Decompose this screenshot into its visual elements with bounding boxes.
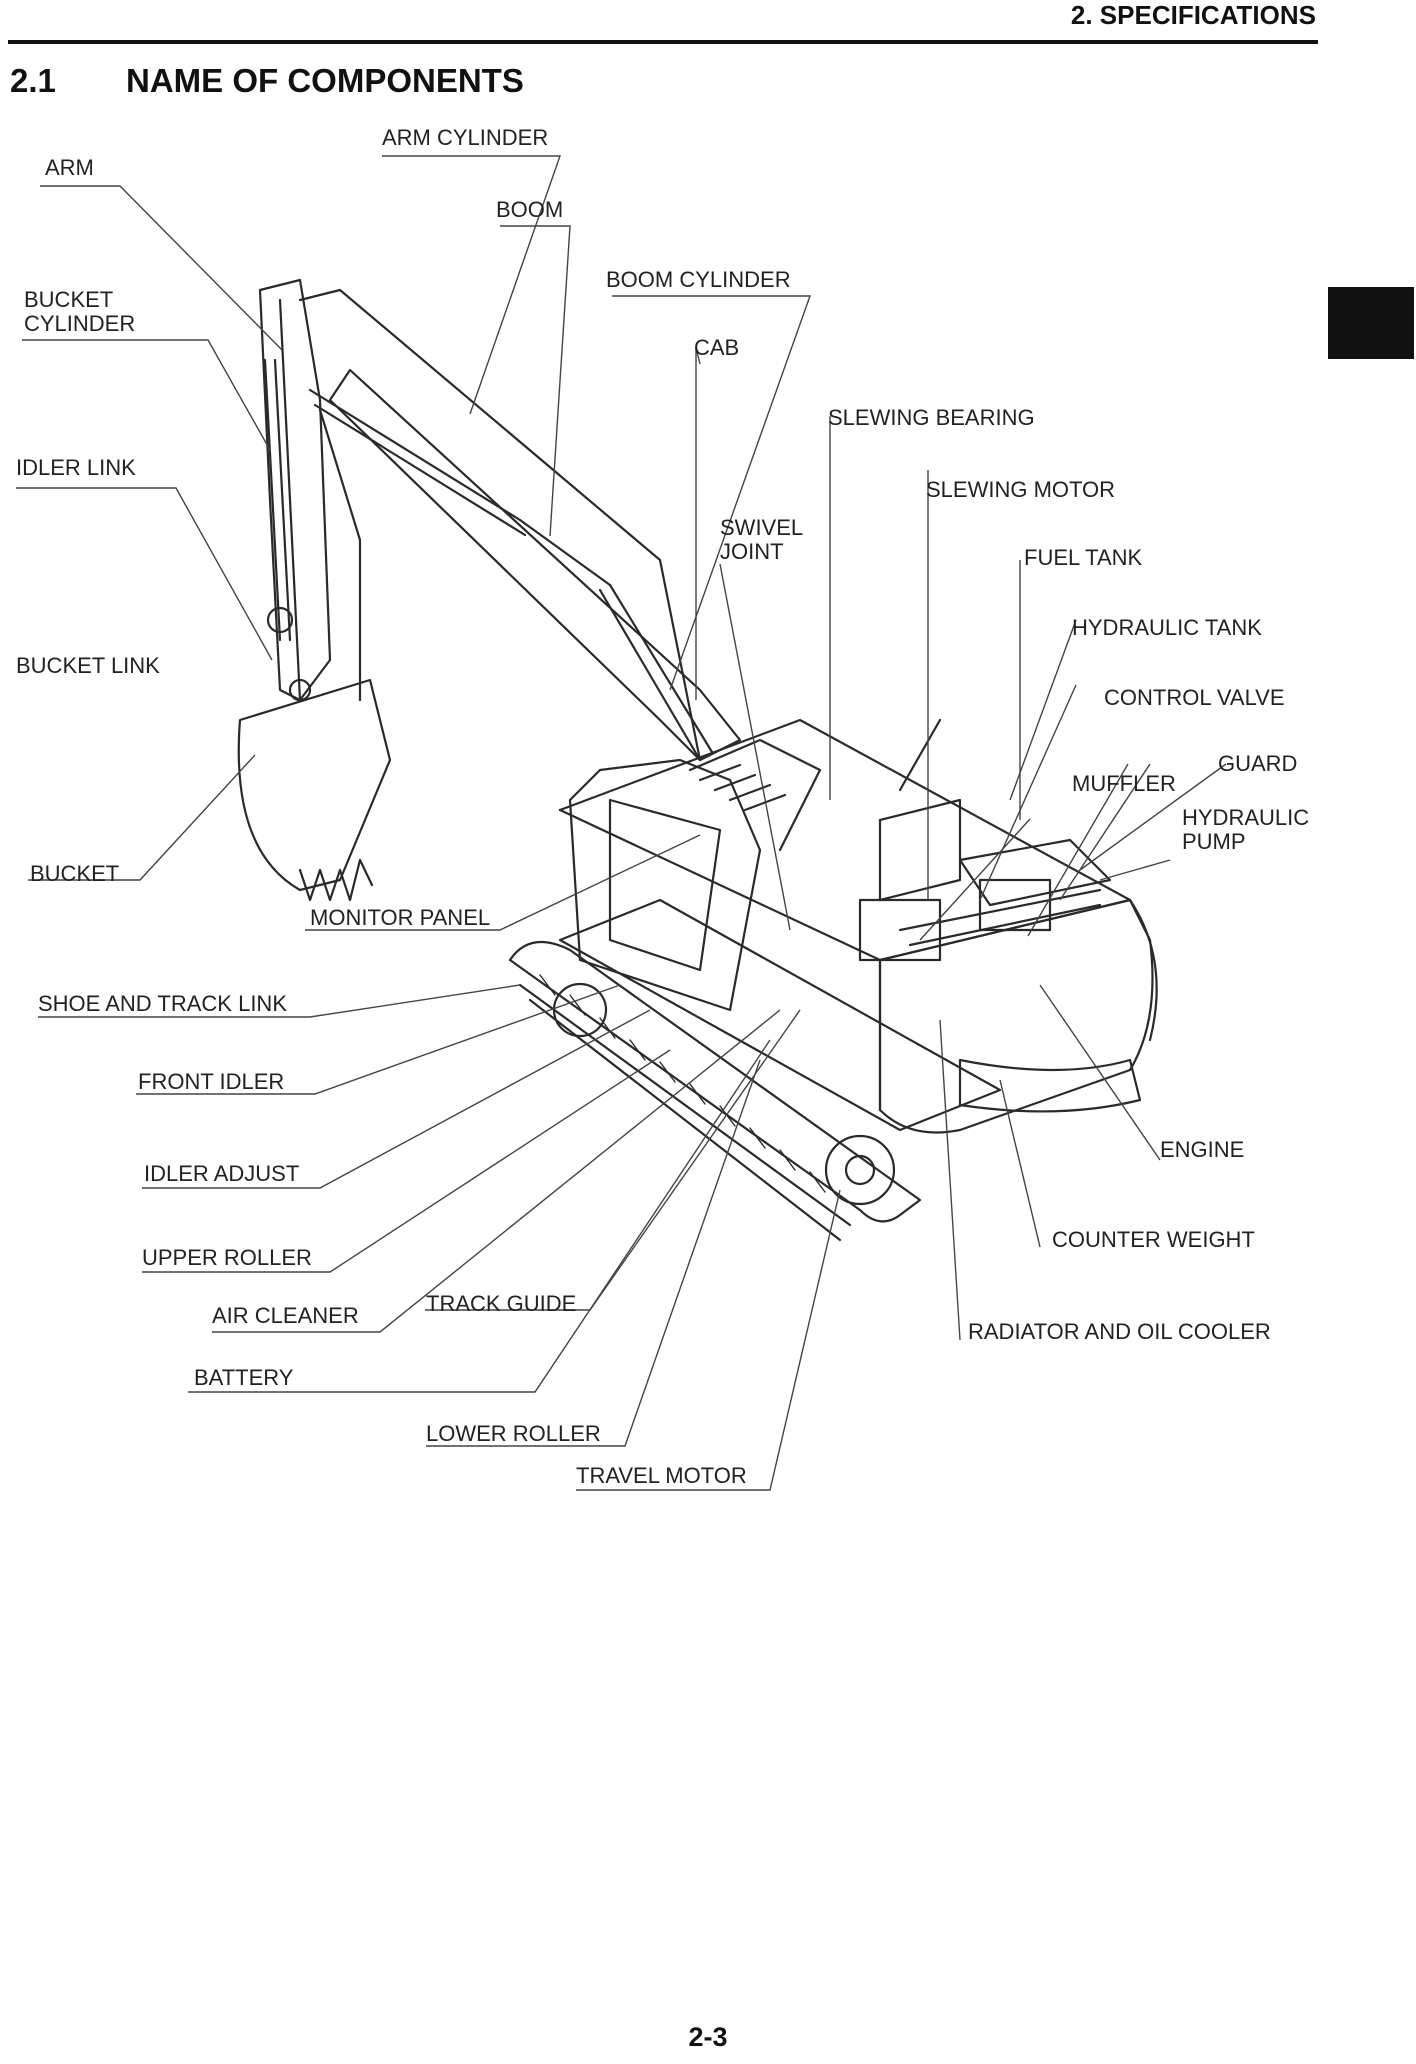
track-left [508,940,922,1223]
label-bucket: BUCKET [30,861,120,886]
label-monitor-panel: MONITOR PANEL [310,905,491,930]
bucket-shape [237,678,392,892]
label-boom-cylinder: BOOM CYLINDER [606,267,791,292]
chapter-tab-marker [1328,287,1414,359]
label-travel-motor: TRAVEL MOTOR [576,1463,747,1488]
label-arm: ARM [45,155,94,180]
label-track-guide: TRACK GUIDE [426,1291,577,1316]
cab [568,758,762,1012]
lower-frame [558,898,1002,1132]
track-right [958,1058,1142,1113]
label-idler-adjust: IDLER ADJUST [144,1161,300,1186]
label-guard: GUARD [1218,751,1298,776]
label-arm-cylinder: ARM CYLINDER [382,125,549,150]
label-upper-roller: UPPER ROLLER [142,1245,312,1270]
label-battery: BATTERY [194,1365,294,1390]
label-slewing-bearing: SLEWING BEARING [828,405,1035,430]
label-air-cleaner: AIR CLEANER [212,1303,359,1328]
chapter-header: 2. SPECIFICATIONS [1070,0,1316,30]
arm [258,278,332,702]
label-counter-weight: COUNTER WEIGHT [1052,1227,1255,1252]
label-muffler: MUFFLER [1072,771,1176,796]
label-boom: BOOM [496,197,564,222]
excavator-drawing [237,278,1158,1242]
excavator-figure [16,155,1227,1491]
boom [328,368,742,762]
section-title: NAME OF COMPONENTS [126,62,524,99]
leader-lines [16,155,1227,1491]
label-engine: ENGINE [1160,1137,1245,1162]
label-bucket-cylinder: BUCKET CYLINDER [24,287,136,336]
upper-house [558,808,1154,1134]
label-lower-roller: LOWER ROLLER [426,1421,601,1446]
header-rule [8,40,1318,44]
label-swivel-joint: SWIVEL JOINT [720,515,803,564]
label-front-idler: FRONT IDLER [138,1069,285,1094]
label-shoe-and-track-link: SHOE AND TRACK LINK [38,991,287,1016]
label-control-valve: CONTROL VALVE [1104,685,1285,710]
section-number: 2.1 [10,62,56,99]
label-hydraulic-pump: HYDRAULIC PUMP [1182,805,1310,854]
page-number: 2-3 [688,2022,728,2052]
label-hydraulic-tank: HYDRAULIC TANK [1072,615,1262,640]
label-cab: CAB [694,335,740,360]
label-fuel-tank: FUEL TANK [1024,545,1143,570]
label-slewing-motor: SLEWING MOTOR [926,477,1116,502]
label-bucket-link: BUCKET LINK [16,653,160,678]
label-idler-link: IDLER LINK [16,455,136,480]
label-radiator-and-oil-cooler: RADIATOR AND OIL COOLER [968,1319,1271,1344]
